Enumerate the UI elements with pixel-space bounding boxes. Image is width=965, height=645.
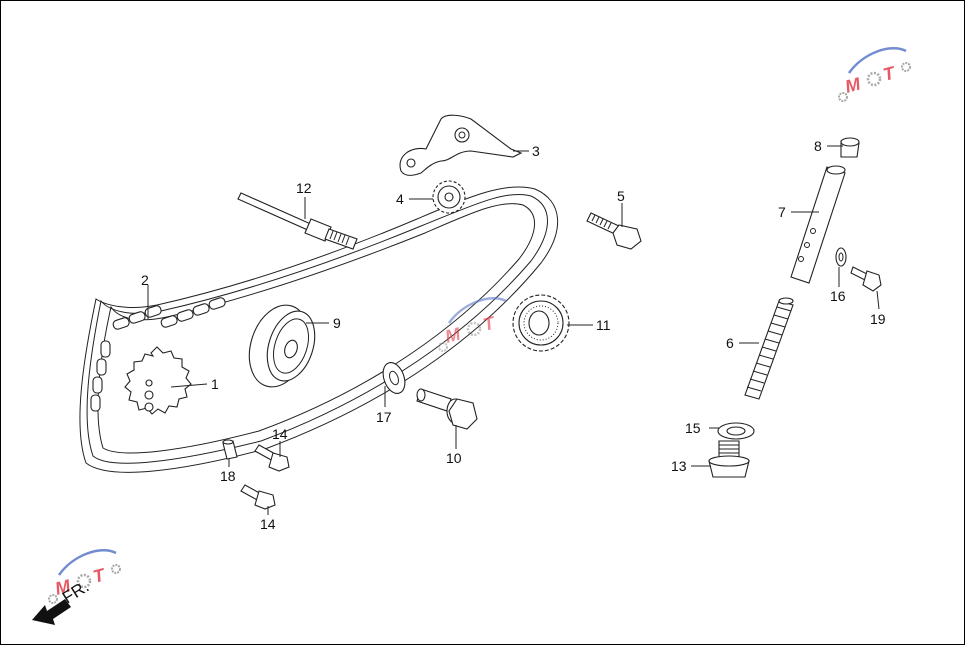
cam-chain xyxy=(79,186,559,473)
small-sprocket xyxy=(432,180,466,214)
sealing-bolt-13 xyxy=(708,440,750,478)
chain-roller xyxy=(248,304,316,388)
label-6: 6 xyxy=(726,335,734,351)
front-arrow-icon xyxy=(32,599,71,625)
dowel-pin-18 xyxy=(222,439,238,460)
washer-16 xyxy=(835,247,847,267)
label-5: 5 xyxy=(617,188,625,204)
washer-17 xyxy=(382,362,406,394)
svg-text:M: M xyxy=(443,323,464,346)
part-labels: 1 2 3 4 5 6 7 8 9 10 11 12 13 14 14 15 1… xyxy=(141,138,886,532)
label-13: 13 xyxy=(671,458,687,474)
tensioner-spring xyxy=(744,297,794,400)
small-bolt-14a xyxy=(254,444,290,472)
label-8: 8 xyxy=(814,138,822,154)
hex-bolt-5 xyxy=(586,212,642,250)
label-17: 17 xyxy=(376,409,392,425)
svg-text:M: M xyxy=(53,575,74,598)
tensioner-rod xyxy=(790,165,846,284)
label-16: 16 xyxy=(830,288,846,304)
label-18: 18 xyxy=(220,468,236,484)
svg-text:T: T xyxy=(481,312,499,335)
label-7: 7 xyxy=(778,204,786,220)
label-14-lower: 14 xyxy=(260,516,276,532)
label-4: 4 xyxy=(396,191,404,207)
watermark-logo-top-right: M T xyxy=(838,46,911,102)
washer-15 xyxy=(717,422,755,440)
svg-text:T: T xyxy=(91,564,109,587)
label-9: 9 xyxy=(333,315,341,331)
flange-bolt-10 xyxy=(416,388,478,430)
label-2: 2 xyxy=(141,272,149,288)
long-bolt-12 xyxy=(237,192,358,250)
label-15: 15 xyxy=(685,420,701,436)
rod-cap xyxy=(840,137,860,158)
label-12: 12 xyxy=(296,180,312,196)
label-14-upper: 14 xyxy=(272,426,288,442)
svg-text:T: T xyxy=(881,62,899,85)
cam-sprocket xyxy=(124,346,192,415)
label-3: 3 xyxy=(532,143,540,159)
drive-sprocket xyxy=(512,294,570,352)
svg-text:M: M xyxy=(843,73,864,96)
small-bolt-19 xyxy=(850,266,882,292)
label-19: 19 xyxy=(870,311,886,327)
watermark-logo-bottom-left: M T xyxy=(48,548,121,604)
chain-guide-bracket xyxy=(399,114,523,176)
small-bolt-14b xyxy=(240,484,276,510)
chain-links xyxy=(90,297,226,412)
label-10: 10 xyxy=(446,450,462,466)
label-1: 1 xyxy=(211,376,219,392)
label-11: 11 xyxy=(596,317,611,333)
leader-lines xyxy=(147,145,880,515)
